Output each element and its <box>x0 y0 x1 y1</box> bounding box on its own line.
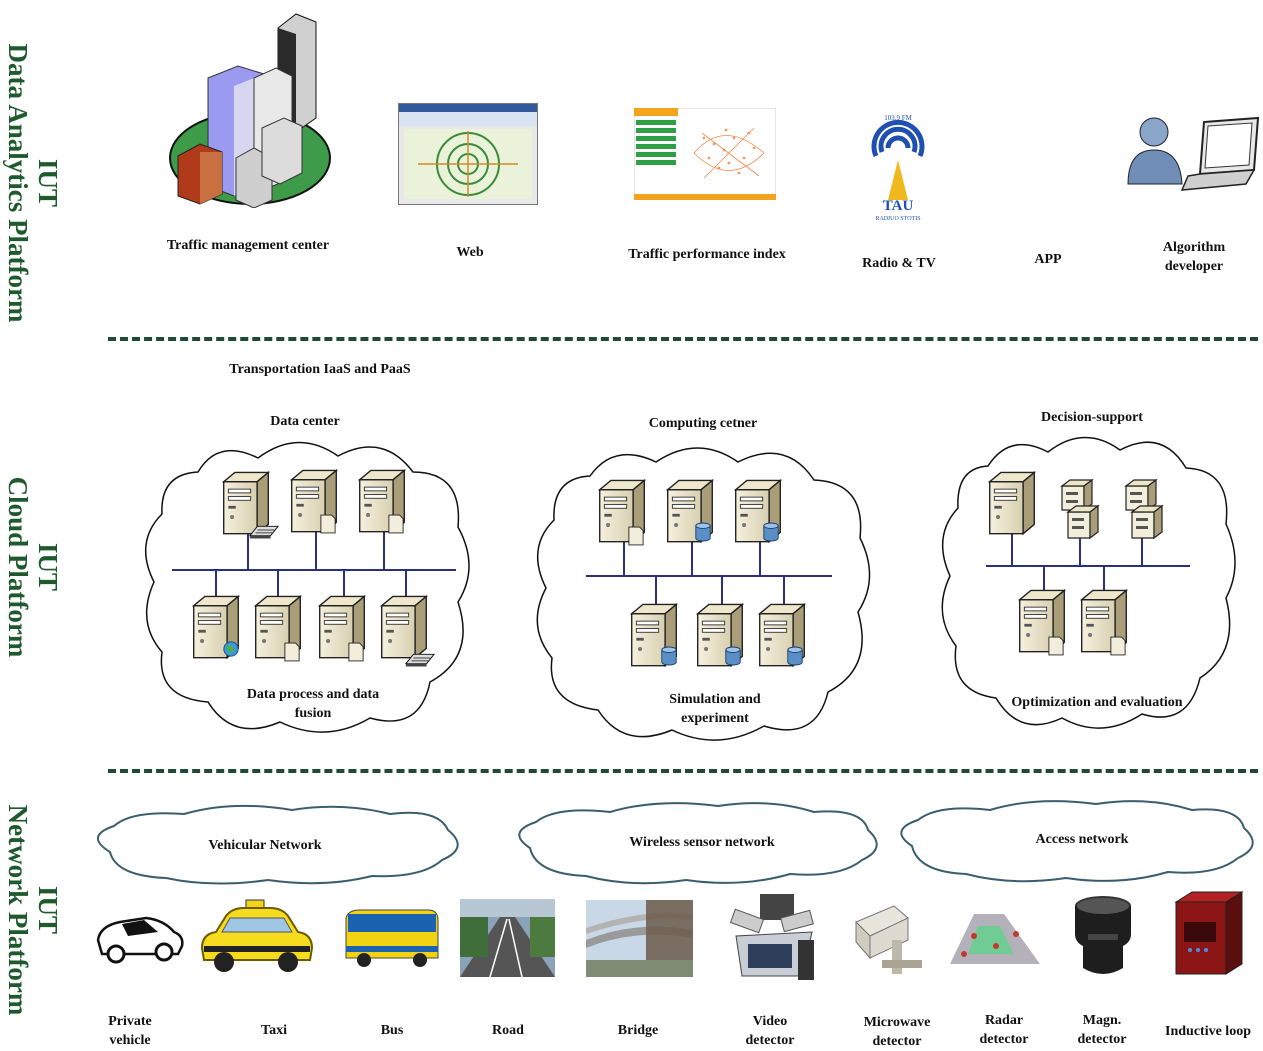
label-road: Road <box>492 1023 524 1038</box>
layer-title-line: Data Analytics Platform <box>3 43 33 323</box>
layer-title-line: IUT <box>33 542 63 591</box>
label-data-process-fusion: Data process and data fusion <box>246 687 380 721</box>
label-web: Web <box>456 245 484 260</box>
layer-title-line: Network Platform <box>3 804 33 1016</box>
vehicular-network-cloud <box>97 804 459 885</box>
layer-title-network: IUT Network Platform <box>3 780 63 1040</box>
label-magnetic-detector: Magn. detector <box>1077 1013 1127 1047</box>
layer-title-line: IUT <box>33 158 63 207</box>
radio-tv-icon: 103.9 FM TAU RADIUO STOTIS <box>871 114 925 222</box>
label-video-detector: Video detector <box>745 1014 795 1048</box>
traffic-performance-index-icon <box>634 108 776 200</box>
label-decision-support: Decision-support <box>1041 410 1143 425</box>
layer-title-analytics: IUT Data Analytics Platform <box>3 33 63 333</box>
label-simulation-experiment: Simulation and experiment <box>669 692 761 726</box>
label-private-vehicle: Private vehicle <box>108 1014 152 1048</box>
label-traffic-performance-index: Traffic performance index <box>628 247 786 262</box>
bus-icon <box>345 909 439 967</box>
bridge-photo <box>586 900 693 977</box>
web-screenshot-icon <box>398 103 538 205</box>
computing-center-cloud <box>536 447 871 741</box>
label-microwave-detector: Microwave detector <box>863 1015 931 1049</box>
label-bus: Bus <box>380 1023 404 1038</box>
inductive-loop-photo <box>1174 891 1244 975</box>
cloud-layer-header: Transportation IaaS and PaaS <box>229 362 411 377</box>
taxi-icon <box>200 899 314 972</box>
radar-detector-photo <box>950 914 1040 964</box>
label-computing-center: Computing cetner <box>648 416 758 431</box>
label-vehicular-network: Vehicular Network <box>208 838 322 853</box>
radio-callsign: TAU <box>883 198 914 214</box>
layer-divider <box>108 337 1258 341</box>
label-taxi: Taxi <box>261 1023 287 1038</box>
label-data-center: Data center <box>270 414 340 429</box>
wireless-sensor-network-cloud <box>518 802 878 885</box>
traffic-management-center-icon <box>169 13 331 208</box>
label-inductive-loop: Inductive loop <box>1165 1024 1251 1039</box>
label-bridge: Bridge <box>617 1023 659 1038</box>
label-wireless-sensor-network: Wireless sensor network <box>629 835 775 850</box>
microwave-detector-photo <box>855 905 922 974</box>
decision-support-cloud <box>941 436 1236 729</box>
label-radio-tv: Radio & TV <box>862 256 936 271</box>
algorithm-developer-icon <box>1127 116 1260 191</box>
radio-freq: 103.9 FM <box>884 114 912 122</box>
access-network-cloud <box>900 800 1254 883</box>
label-app: APP <box>1034 252 1062 267</box>
private-vehicle-icon <box>96 916 184 964</box>
layer-title-line: Cloud Platform <box>3 476 33 658</box>
video-detector-photo <box>729 894 814 980</box>
label-traffic-management-center: Traffic management center <box>166 238 330 253</box>
label-access-network: Access network <box>1035 832 1129 847</box>
layer-divider <box>108 769 1258 773</box>
radio-subtitle: RADIUO STOTIS <box>875 216 920 222</box>
label-radar-detector: Radar detector <box>979 1013 1029 1047</box>
data-center-cloud <box>144 441 470 733</box>
label-optimization-evaluation: Optimization and evaluation <box>1011 695 1183 710</box>
layer-title-cloud: IUT Cloud Platform <box>3 457 63 677</box>
layer-title-line: IUT <box>33 885 63 934</box>
label-algorithm-developer: Algorithm developer <box>1162 240 1226 274</box>
magnetic-detector-photo <box>1075 896 1131 974</box>
road-photo <box>460 899 555 977</box>
